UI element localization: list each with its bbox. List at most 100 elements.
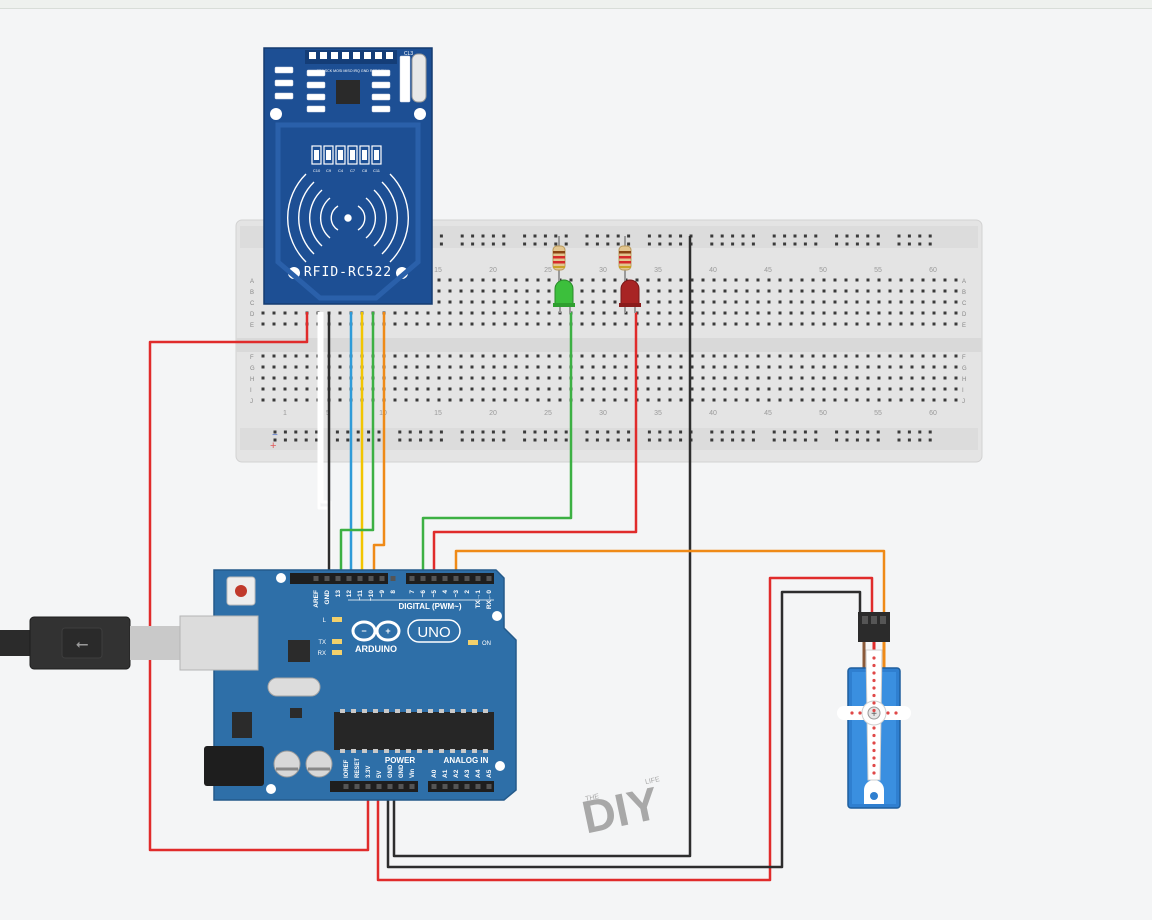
breadboard-hole[interactable] <box>943 311 947 315</box>
breadboard-hole[interactable] <box>756 289 760 293</box>
rail-hole[interactable] <box>408 438 412 442</box>
breadboard-hole[interactable] <box>789 376 793 380</box>
breadboard-hole[interactable] <box>745 278 749 282</box>
breadboard-hole[interactable] <box>481 354 485 358</box>
breadboard-hole[interactable] <box>932 278 936 282</box>
rail-hole[interactable] <box>283 438 287 442</box>
breadboard-hole[interactable] <box>844 365 848 369</box>
rail-hole[interactable] <box>315 430 319 434</box>
breadboard-hole[interactable] <box>745 289 749 293</box>
breadboard-hole[interactable] <box>822 322 826 326</box>
rail-hole[interactable] <box>845 438 849 442</box>
breadboard-hole[interactable] <box>459 365 463 369</box>
digital-pin[interactable] <box>420 576 426 581</box>
rail-hole[interactable] <box>606 234 610 238</box>
breadboard-hole[interactable] <box>426 365 430 369</box>
breadboard-hole[interactable] <box>734 300 738 304</box>
breadboard-hole[interactable] <box>888 311 892 315</box>
breadboard-hole[interactable] <box>756 387 760 391</box>
breadboard-hole[interactable] <box>591 365 595 369</box>
breadboard-hole[interactable] <box>855 387 859 391</box>
breadboard-hole[interactable] <box>833 365 837 369</box>
breadboard-hole[interactable] <box>646 278 650 282</box>
rail-hole[interactable] <box>876 234 880 238</box>
breadboard-hole[interactable] <box>679 398 683 402</box>
breadboard-hole[interactable] <box>833 354 837 358</box>
rail-hole[interactable] <box>356 430 360 434</box>
digital-pin[interactable] <box>464 576 470 581</box>
breadboard-hole[interactable] <box>426 387 430 391</box>
breadboard-hole[interactable] <box>602 365 606 369</box>
rail-hole[interactable] <box>855 430 859 434</box>
breadboard-hole[interactable] <box>536 376 540 380</box>
breadboard-hole[interactable] <box>503 387 507 391</box>
rail-hole[interactable] <box>377 430 381 434</box>
breadboard-hole[interactable] <box>690 311 694 315</box>
breadboard-hole[interactable] <box>745 365 749 369</box>
breadboard-hole[interactable] <box>679 376 683 380</box>
breadboard-hole[interactable] <box>745 311 749 315</box>
breadboard-hole[interactable] <box>657 289 661 293</box>
breadboard-hole[interactable] <box>866 311 870 315</box>
breadboard-hole[interactable] <box>525 365 529 369</box>
rail-hole[interactable] <box>679 234 683 238</box>
breadboard-hole[interactable] <box>745 354 749 358</box>
breadboard-hole[interactable] <box>437 376 441 380</box>
breadboard-hole[interactable] <box>657 278 661 282</box>
breadboard-hole[interactable] <box>701 376 705 380</box>
rail-hole[interactable] <box>523 430 527 434</box>
digital-pin[interactable] <box>324 576 330 581</box>
rail-hole[interactable] <box>803 430 807 434</box>
breadboard-hole[interactable] <box>591 376 595 380</box>
breadboard-hole[interactable] <box>481 376 485 380</box>
breadboard-hole[interactable] <box>778 398 782 402</box>
breadboard-hole[interactable] <box>778 289 782 293</box>
rail-hole[interactable] <box>720 242 724 246</box>
analog-pin[interactable] <box>475 784 481 789</box>
breadboard-hole[interactable] <box>459 300 463 304</box>
breadboard-hole[interactable] <box>613 322 617 326</box>
digital-pin[interactable] <box>442 576 448 581</box>
breadboard-hole[interactable] <box>305 387 309 391</box>
rail-hole[interactable] <box>460 234 464 238</box>
digital-pin[interactable] <box>409 576 415 581</box>
breadboard-hole[interactable] <box>800 278 804 282</box>
rail-hole[interactable] <box>928 242 932 246</box>
breadboard-hole[interactable] <box>712 376 716 380</box>
breadboard-hole[interactable] <box>558 322 562 326</box>
breadboard-hole[interactable] <box>514 398 518 402</box>
breadboard-hole[interactable] <box>481 322 485 326</box>
breadboard-hole[interactable] <box>712 289 716 293</box>
breadboard-hole[interactable] <box>734 289 738 293</box>
breadboard-hole[interactable] <box>778 354 782 358</box>
breadboard-hole[interactable] <box>503 278 507 282</box>
rail-hole[interactable] <box>606 438 610 442</box>
breadboard-hole[interactable] <box>437 387 441 391</box>
breadboard-hole[interactable] <box>679 300 683 304</box>
breadboard-hole[interactable] <box>800 300 804 304</box>
breadboard-hole[interactable] <box>470 354 474 358</box>
rail-hole[interactable] <box>907 430 911 434</box>
servo-motor[interactable]: + <box>837 612 911 809</box>
breadboard-hole[interactable] <box>701 398 705 402</box>
breadboard-hole[interactable] <box>338 398 342 402</box>
breadboard-hole[interactable] <box>910 289 914 293</box>
breadboard-hole[interactable] <box>283 322 287 326</box>
digital-pin[interactable] <box>313 576 319 581</box>
breadboard-hole[interactable] <box>954 365 958 369</box>
breadboard-hole[interactable] <box>602 354 606 358</box>
rail-hole[interactable] <box>315 438 319 442</box>
breadboard-hole[interactable] <box>404 365 408 369</box>
rail-hole[interactable] <box>408 430 412 434</box>
breadboard-hole[interactable] <box>910 300 914 304</box>
breadboard-hole[interactable] <box>888 365 892 369</box>
breadboard-hole[interactable] <box>624 387 628 391</box>
breadboard-hole[interactable] <box>657 300 661 304</box>
breadboard-hole[interactable] <box>294 387 298 391</box>
breadboard-hole[interactable] <box>646 387 650 391</box>
rail-hole[interactable] <box>772 234 776 238</box>
breadboard-hole[interactable] <box>723 387 727 391</box>
breadboard-hole[interactable] <box>800 354 804 358</box>
breadboard-hole[interactable] <box>404 322 408 326</box>
breadboard-hole[interactable] <box>492 354 496 358</box>
